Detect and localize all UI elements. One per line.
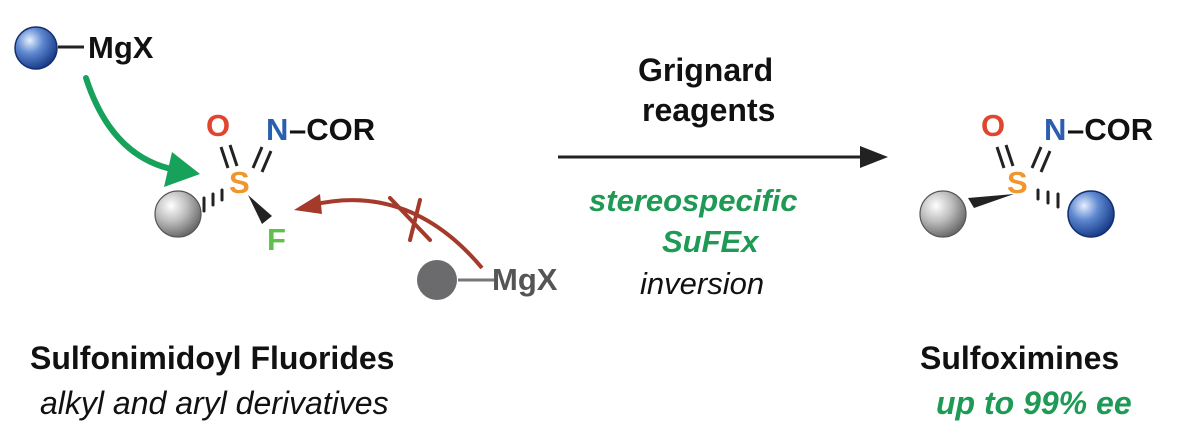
gray-substituent-ball-reactant: [154, 190, 202, 238]
condition-sufex: SuFEx: [662, 224, 759, 259]
reactant-bonds: [219, 144, 273, 173]
product-wedge-bond: [968, 194, 1014, 208]
product-oxygen-atom: O: [981, 108, 1006, 143]
condition-grignard: Grignard: [638, 52, 774, 88]
product-sulfur-atom: S: [1007, 165, 1028, 200]
product-nitrogen-atom: N: [1044, 112, 1067, 147]
product-hashed-bond: [1036, 188, 1060, 209]
red-blocked-arrow: [311, 198, 484, 270]
blue-substituent-ball-top: [14, 26, 58, 70]
reagent-mgx-top: MgX: [88, 30, 154, 65]
gray-substituent-ball-product: [919, 190, 967, 238]
blue-substituent-ball-product: [1067, 190, 1115, 238]
product-bonds: [995, 144, 1052, 173]
reactant-wedge-bond: [248, 195, 272, 224]
condition-inversion: inversion: [640, 266, 765, 301]
condition-stereospecific: stereospecific: [589, 183, 798, 218]
reaction-arrowhead: [860, 146, 888, 168]
reactant-hashed-bond: [202, 188, 224, 213]
reactant-name: Sulfonimidoyl Fluorides: [30, 340, 395, 376]
reactant-nitrogen-atom: N: [266, 112, 289, 147]
green-attack-arrow: [83, 75, 179, 173]
green-arrowhead: [164, 152, 200, 187]
condition-reagents: reagents: [642, 92, 776, 128]
reactant-fluorine-atom: F: [267, 222, 286, 257]
reactant-oxygen-atom: O: [206, 108, 231, 143]
product-subtitle: up to 99% ee: [936, 385, 1132, 421]
product-substituent-cor: –COR: [1067, 112, 1154, 147]
cross-mark: [388, 196, 432, 242]
product-name: Sulfoximines: [920, 340, 1120, 376]
reagent-mgx-bottom: MgX: [492, 262, 558, 297]
gray-substituent-ball-reagent: [417, 260, 457, 300]
red-arrowhead: [294, 194, 322, 214]
reactant-subtitle: alkyl and aryl derivatives: [40, 385, 389, 421]
reactant-substituent-cor: –COR: [289, 112, 376, 147]
reactant-sulfur-atom: S: [229, 165, 250, 200]
